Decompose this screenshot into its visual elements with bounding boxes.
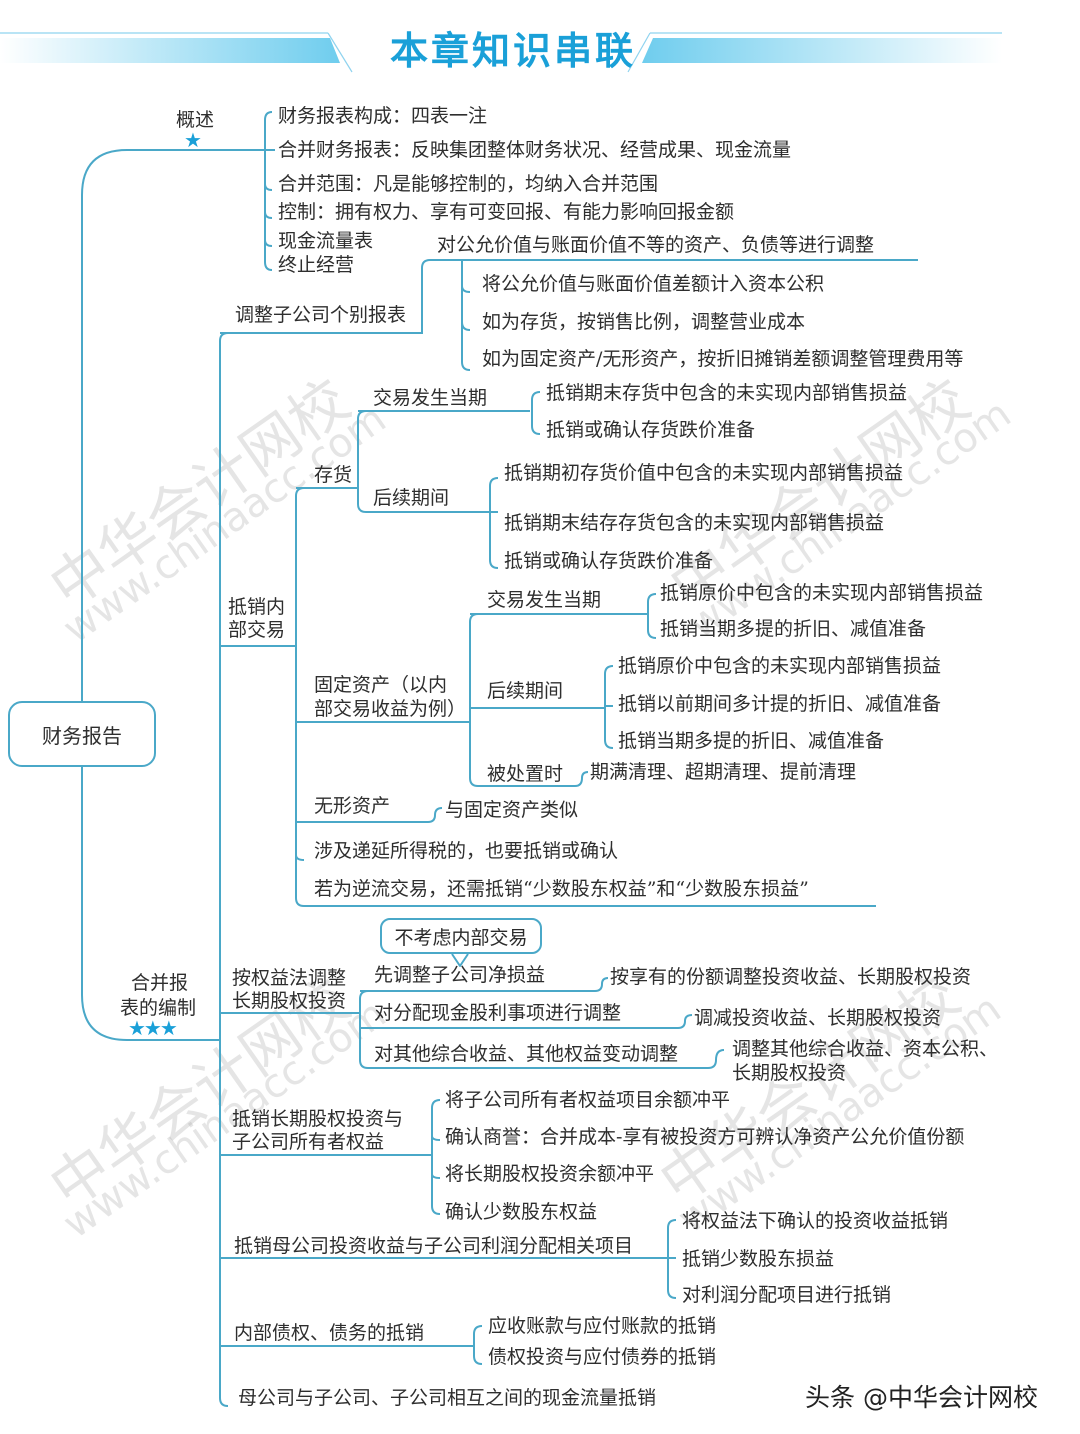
adjust-sub-headline: 对公允价值与账面价值不等的资产、负债等进行调整 [437,234,875,256]
adjust-sub-label: 调整子公司个别报表 [235,304,407,326]
inventory-subsequent-label: 后续期间 [373,487,450,509]
offset-equity-label: 抵销长期股权投资与 [232,1108,404,1130]
offset-income-item: 抵销少数股东损益 [682,1248,835,1270]
overview-item: 合并财务报表：反映集团整体财务状况、经营成果、现金流量 [278,139,792,161]
fixed-current-item: 抵销原价中包含的未实现内部销售损益 [660,582,984,604]
upstream-note: 若为逆流交易，还需抵销“少数股东权益”和“少数股东损益” [314,878,809,900]
internal-debt-item: 债权投资与应付债券的抵销 [488,1346,717,1368]
inventory-subsequent-item: 抵销期初存货价值中包含的未实现内部销售损益 [504,462,904,484]
internal-label: 部交易 [228,619,286,641]
internal-debt-item: 应收账款与应付账款的抵销 [488,1315,717,1337]
adjust-sub-item: 如为固定资产/无形资产，按折旧摊销差额调整管理费用等 [482,348,964,370]
consolidation-label: 合并报 [131,972,189,994]
equity-row-label: 对其他综合收益、其他权益变动调整 [374,1043,679,1065]
intangible-label: 无形资产 [314,795,391,817]
equity-row-result: 调减投资收益、长期股权投资 [694,1007,942,1029]
root-node: 财务报告 [8,701,156,767]
inventory-subsequent-item: 抵销或确认存货跌价准备 [504,550,714,572]
consolidation-label: 表的编制 [120,997,197,1019]
fixed-disposal-item: 期满清理、超期清理、提前清理 [590,761,857,783]
root-label: 财务报告 [42,723,122,748]
overview-label: 概述 [176,109,215,131]
fixed-subsequent-item: 抵销原价中包含的未实现内部销售损益 [618,655,942,677]
overview-item: 合并范围：凡是能够控制的，均纳入合并范围 [278,173,659,195]
internal-debt-label: 内部债权、债务的抵销 [234,1322,425,1344]
equity-row-result: 调整其他综合收益、资本公积、 [732,1038,999,1060]
offset-equity-item: 确认少数股东权益 [445,1201,598,1223]
fixed-subsequent-item: 抵销当期多提的折旧、减值准备 [618,730,885,752]
star-icon: ★★★ [128,1016,178,1040]
overview-item: 财务报表构成：四表一注 [278,105,488,127]
intangible-item: 与固定资产类似 [445,799,579,821]
inventory-current-label: 交易发生当期 [373,387,488,409]
inventory-subsequent-item: 抵销期末结存存货包含的未实现内部销售损益 [504,512,885,534]
overview-item: 现金流量表 [278,230,374,252]
note-text: 不考虑内部交易 [394,926,528,949]
adjust-sub-item: 将公允价值与账面价值差额计入资本公积 [482,273,825,295]
equity-row-label: 对分配现金股利事项进行调整 [374,1002,622,1024]
footer-credit: 头条 @中华会计网校 [805,1383,1038,1412]
inventory-current-item: 抵销期末存货中包含的未实现内部销售损益 [546,382,908,404]
title-banner [0,32,1002,73]
page-title: 本章知识串联 [389,29,636,73]
cash-flow-offset: 母公司与子公司、子公司相互之间的现金流量抵销 [238,1387,657,1409]
star-icon: ★ [184,128,202,152]
overview-item: 终止经营 [278,254,355,276]
equity-row-result: 按享有的份额调整投资收益、长期股权投资 [610,966,972,988]
fixed-subsequent-label: 后续期间 [487,680,564,702]
deferred-tax-note: 涉及递延所得税的，也要抵销或确认 [314,840,619,862]
equity-method-label: 长期股权投资 [232,990,347,1012]
equity-row-result: 长期股权投资 [732,1062,847,1084]
offset-equity-label: 子公司所有者权益 [232,1131,385,1153]
note-bubble: 不考虑内部交易 [380,918,542,954]
offset-equity-item: 将子公司所有者权益项目余额冲平 [445,1089,731,1111]
inventory-label: 存货 [314,464,353,486]
offset-income-item: 将权益法下确认的投资收益抵销 [682,1210,949,1232]
overview-item: 控制：拥有权力、享有可变回报、有能力影响回报金额 [278,201,735,223]
inventory-current-item: 抵销或确认存货跌价准备 [546,419,756,441]
offset-income-label: 抵销母公司投资收益与子公司利润分配相关项目 [234,1235,634,1257]
fixed-label: 固定资产（以内 [314,674,448,696]
offset-equity-item: 确认商誉：合并成本-享有被投资方可辨认净资产公允价值份额 [445,1126,965,1148]
internal-label: 抵销内 [228,596,286,618]
fixed-label: 部交易收益为例） [314,698,467,720]
equity-method-label: 按权益法调整 [232,967,347,989]
adjust-sub-item: 如为存货，按销售比例，调整营业成本 [482,311,806,333]
equity-row-label: 先调整子公司净损益 [374,964,546,986]
fixed-current-item: 抵销当期多提的折旧、减值准备 [660,618,927,640]
offset-income-item: 对利润分配项目进行抵销 [682,1284,892,1306]
fixed-current-label: 交易发生当期 [487,589,602,611]
offset-equity-item: 将长期股权投资余额冲平 [445,1163,655,1185]
fixed-disposal-label: 被处置时 [487,763,564,785]
fixed-subsequent-item: 抵销以前期间多计提的折旧、减值准备 [618,693,942,715]
